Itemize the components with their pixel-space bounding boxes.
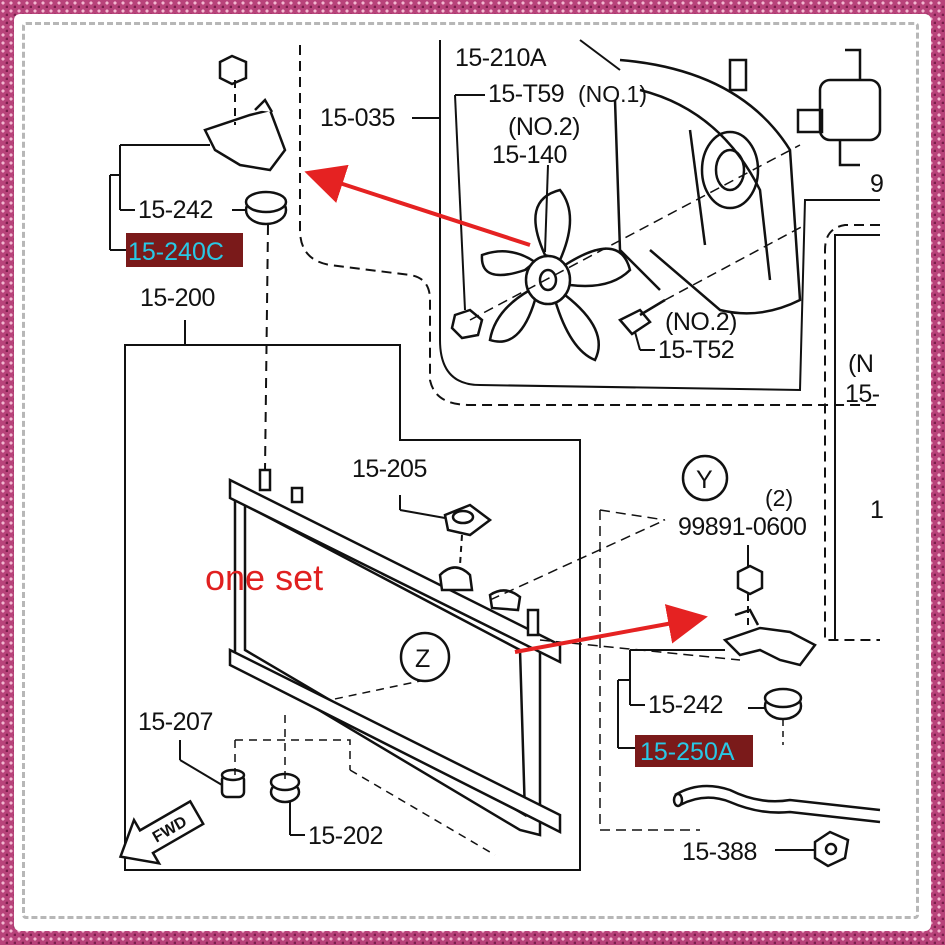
- label-15-200: 15-200: [140, 284, 215, 312]
- fan-motor: [796, 48, 882, 167]
- bolt-15-t52: [618, 298, 666, 336]
- label-15-240c: 15-240C: [128, 238, 224, 266]
- right-dashed-boundary: [824, 224, 880, 641]
- highlight-box-15-240c: [126, 233, 243, 267]
- label-cut-n: (N: [848, 350, 873, 378]
- upper-mount-bracket: [203, 54, 288, 226]
- hose-clip: [813, 830, 850, 868]
- label-cut-15: 15-: [845, 380, 880, 408]
- radiator-cap: [443, 503, 493, 537]
- callout-y-circle: [681, 454, 729, 502]
- fan-blade: [480, 188, 632, 362]
- label-callout-z: Z: [415, 645, 430, 673]
- right-solid-boundary: [834, 234, 880, 640]
- label-15-t52: 15-T52: [658, 336, 734, 364]
- label-no2-bolt: (NO.2): [665, 308, 737, 336]
- label-15-207: 15-207: [138, 708, 213, 736]
- label-qty-2: (2): [765, 485, 793, 511]
- label-15-t59: 15-T59: [488, 80, 564, 108]
- callout-z-circle: [399, 631, 451, 683]
- label-cut-9: 9: [870, 170, 883, 198]
- label-15-242-top: 15-242: [138, 196, 213, 224]
- radiator-group-bracket: [124, 320, 581, 871]
- label-no1: (NO.1): [578, 81, 647, 107]
- highlight-box-15-250a: [635, 735, 753, 767]
- label-15-210a: 15-210A: [455, 44, 547, 72]
- label-no2-fan: (NO.2): [508, 113, 580, 141]
- fan-nut: [450, 308, 484, 340]
- lower-bushing-15-207: [220, 768, 246, 799]
- fan-assembly-dashed-boundary: [299, 45, 880, 406]
- lower-mount-bracket: [722, 564, 817, 721]
- fwd-arrow: FWD: [118, 799, 205, 865]
- label-15-250a: 15-250A: [640, 738, 735, 766]
- fan-shroud-box: [439, 40, 880, 392]
- red-arrow-upper: [304, 164, 531, 247]
- label-15-035: 15-035: [320, 104, 395, 132]
- red-arrow-lower: [514, 604, 708, 654]
- lower-bushing-15-202: [269, 772, 301, 804]
- label-15-242-bottom: 15-242: [648, 691, 723, 719]
- annotation-one-set: one set: [205, 557, 323, 598]
- fan-shroud: [613, 58, 802, 315]
- label-15-205: 15-205: [352, 455, 427, 483]
- label-99891-0600: 99891-0600: [678, 513, 806, 541]
- label-callout-y: Y: [696, 466, 713, 494]
- dashed-frame-border: [22, 22, 919, 919]
- label-cut-1: 1: [870, 496, 883, 524]
- label-15-140: 15-140: [492, 141, 567, 169]
- overflow-hose: [672, 784, 881, 824]
- label-15-202: 15-202: [308, 822, 383, 850]
- radiator: [228, 468, 562, 837]
- label-15-388: 15-388: [682, 838, 757, 866]
